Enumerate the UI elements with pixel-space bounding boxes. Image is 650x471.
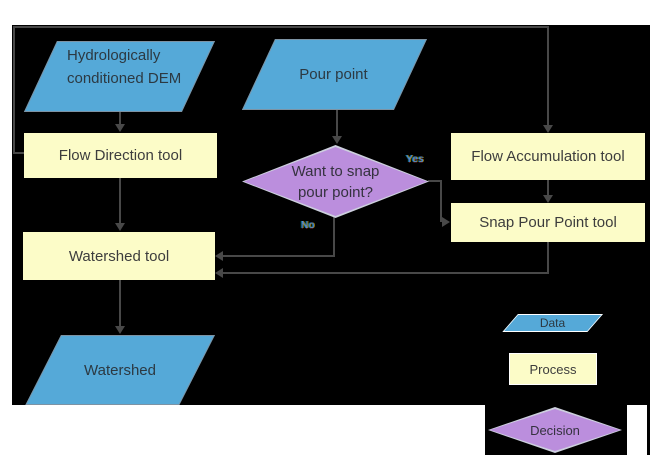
node-watershed-label: Watershed	[84, 361, 156, 379]
arrowhead-icon	[543, 195, 553, 203]
node-decision: Want to snap pour point?	[242, 145, 429, 218]
node-flow-direction-tool: Flow Direction tool	[24, 133, 217, 178]
node-decision-label: Want to snap pour point?	[291, 162, 380, 201]
arrow-segment	[13, 152, 24, 154]
arrow-segment	[428, 180, 442, 182]
legend-decision-item: Decision	[488, 407, 622, 453]
node-snap-pour-point-tool: Snap Pour Point tool	[451, 203, 645, 242]
arrowhead-icon	[215, 268, 223, 278]
arrow-segment	[336, 110, 338, 137]
arrow-segment	[333, 217, 335, 257]
no-branch-label: No	[301, 220, 315, 231]
arrowhead-icon	[332, 136, 342, 144]
legend-process-item: Process	[509, 353, 597, 385]
arrow-segment	[119, 112, 121, 126]
node-watershed-tool: Watershed tool	[23, 232, 215, 280]
arrow-segment	[13, 26, 15, 154]
node-flow-accumulation-tool: Flow Accumulation tool	[451, 133, 645, 180]
arrowhead-icon	[215, 251, 223, 261]
yes-branch-label: Yes	[406, 154, 424, 165]
node-watershed: Watershed	[25, 335, 215, 405]
arrow-segment	[547, 26, 549, 126]
arrow-segment	[13, 26, 549, 28]
canvas-edge-strip	[647, 405, 650, 455]
legend-data-item: Data	[502, 314, 603, 332]
arrowhead-icon	[543, 125, 553, 133]
arrowhead-icon	[115, 223, 125, 231]
arrow-segment	[547, 242, 549, 273]
legend-data-label: Data	[539, 315, 566, 330]
legend-decision-label: Decision	[530, 422, 580, 438]
node-pour-point-label: Pour point	[299, 66, 368, 83]
node-dem: Hydrologically conditioned DEM	[23, 41, 216, 112]
arrow-segment	[119, 178, 121, 224]
arrow-segment	[223, 255, 335, 257]
arrowhead-icon	[115, 124, 125, 132]
arrow-segment	[547, 180, 549, 196]
arrow-segment	[223, 272, 549, 274]
arrowhead-icon	[115, 326, 125, 334]
arrowhead-icon	[442, 217, 450, 227]
node-dem-label: Hydrologically conditioned DEM	[67, 47, 182, 87]
arrow-segment	[119, 280, 121, 327]
arrow-segment	[440, 180, 442, 222]
node-pour-point: Pour point	[240, 39, 427, 110]
